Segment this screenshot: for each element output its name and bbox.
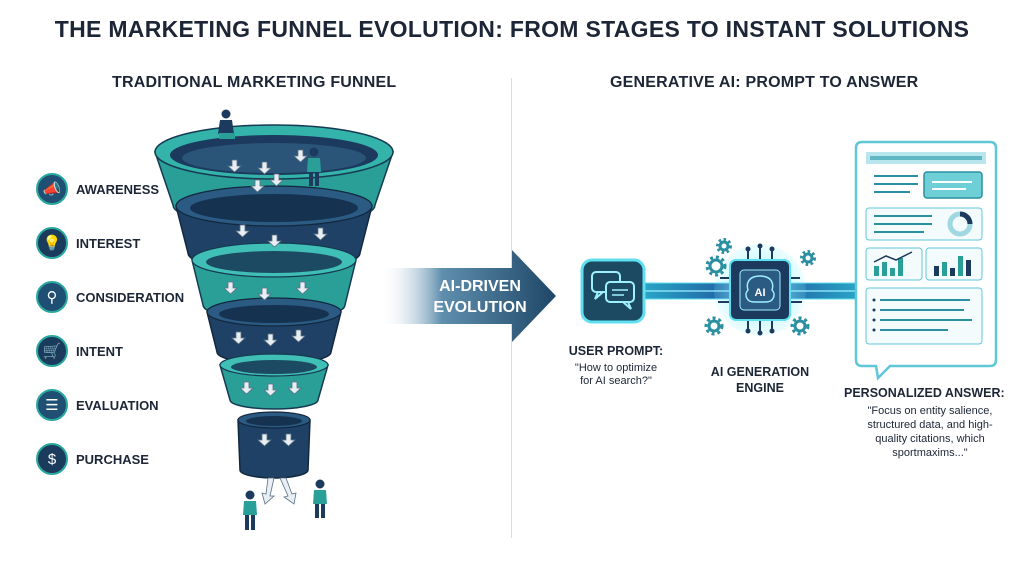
- person-icon: [313, 479, 327, 518]
- generative-ai-heading: GENERATIVE AI: PROMPT TO ANSWER: [610, 74, 919, 91]
- funnel-graphic: [153, 124, 395, 505]
- gear-icon: [716, 238, 732, 254]
- answer-document: [854, 140, 998, 381]
- user-prompt-text: "How to optimize for AI search?": [556, 362, 676, 388]
- chat-bubble-icon: [580, 258, 646, 324]
- checklist-icon: ☰: [36, 389, 68, 421]
- stage-label: PURCHASE: [76, 451, 149, 467]
- person-icon: [307, 147, 321, 186]
- user-prompt-line: "How to optimize: [574, 362, 658, 374]
- stage-label: INTENT: [76, 343, 123, 359]
- gear-icon: [704, 316, 724, 336]
- person-icon: [243, 490, 257, 530]
- stage-intent: 🛒 INTENT: [36, 334, 123, 368]
- engine-label-line: ENGINE: [736, 381, 784, 395]
- evolution-label-line1: AI-DRIVEN: [439, 278, 521, 295]
- stage-evaluation: ☰ EVALUATION: [36, 388, 159, 422]
- user-prompt-label: USER PROMPT:: [568, 344, 664, 358]
- person-icon: [218, 109, 235, 139]
- stage-label: INTEREST: [76, 235, 141, 251]
- traditional-funnel-heading: TRADITIONAL MARKETING FUNNEL: [112, 74, 397, 91]
- answer-text: "Focus on entity salience, structured da…: [850, 404, 1010, 460]
- cart-icon: 🛒: [36, 335, 68, 367]
- stage-label: CONSIDERATION: [76, 289, 185, 305]
- stage-label: AWARENESS: [76, 181, 160, 197]
- ai-chip-text: AI: [755, 287, 766, 299]
- engine-label: AI GENERATION ENGINE: [700, 364, 820, 396]
- stage-consideration: ⚲ CONSIDERATION: [36, 280, 184, 314]
- evolution-label-line2: EVOLUTION: [433, 299, 527, 316]
- answer-line: sportmaxims...": [892, 447, 968, 459]
- money-bag-icon: $: [36, 443, 68, 475]
- stage-purchase: $ PURCHASE: [36, 442, 149, 476]
- stage-awareness: 📣 AWARENESS: [36, 172, 159, 206]
- stage-label: EVALUATION: [76, 397, 159, 413]
- answer-label: PERSONALIZED ANSWER:: [844, 386, 1005, 400]
- ai-chip-icon: AI: [714, 243, 806, 336]
- user-prompt-line: for AI search?": [580, 375, 652, 387]
- answer-line: "Focus on entity salience,: [867, 405, 993, 417]
- gear-icon: [800, 250, 816, 266]
- evolution-arrow: [380, 250, 556, 342]
- lightbulb-icon: 💡: [36, 227, 68, 259]
- gear-icon: [790, 316, 810, 336]
- megaphone-icon: 📣: [36, 173, 68, 205]
- magnifier-icon: ⚲: [36, 281, 68, 313]
- answer-line: structured data, and high-: [867, 419, 993, 431]
- engine-label-line: AI GENERATION: [710, 365, 810, 379]
- answer-line: quality citations, which: [875, 433, 985, 445]
- page-title: THE MARKETING FUNNEL EVOLUTION: FROM STA…: [54, 16, 970, 42]
- evolution-label: AI-DRIVEN EVOLUTION: [425, 276, 535, 318]
- stage-interest: 💡 INTEREST: [36, 226, 140, 260]
- gear-icon: [705, 255, 727, 277]
